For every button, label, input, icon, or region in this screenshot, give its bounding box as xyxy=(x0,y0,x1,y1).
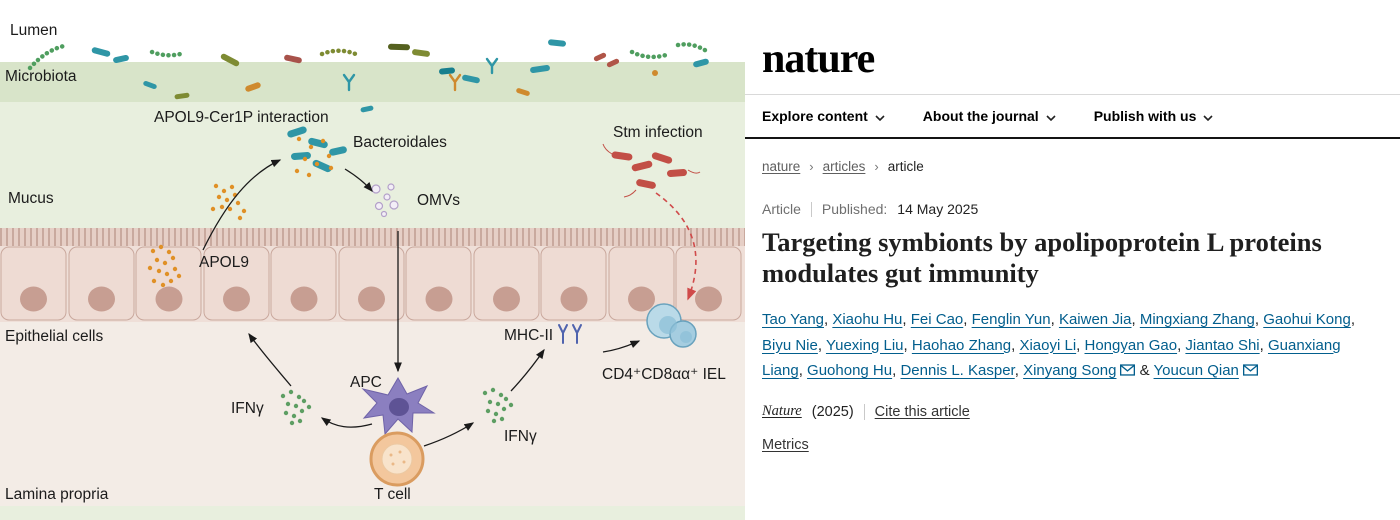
label-lumen: Lumen xyxy=(10,22,58,39)
envelope-icon xyxy=(1242,359,1258,385)
nav-about-journal-label: About the journal xyxy=(922,108,1039,124)
bacteroidales-cluster xyxy=(287,126,347,178)
author-link[interactable]: Xiaoyi Li xyxy=(1019,336,1077,354)
journal-link[interactable]: Nature xyxy=(762,403,802,420)
divider-light xyxy=(745,94,1400,95)
author-link[interactable]: Xiaohu Hu xyxy=(832,310,903,328)
ifng-particles xyxy=(280,387,514,426)
stm-cluster xyxy=(602,143,701,198)
nav-about-journal[interactable]: About the journal xyxy=(923,108,1056,124)
label-omvs: OMVs xyxy=(417,192,461,209)
iel-cells xyxy=(646,303,697,348)
breadcrumb-separator-icon: › xyxy=(809,159,814,174)
label-bacteroidales: Bacteroidales xyxy=(353,134,447,151)
divider-dark xyxy=(745,137,1400,139)
bacteria-chain-icons xyxy=(27,42,711,71)
breadcrumb: nature › articles › article xyxy=(762,159,1380,174)
apc-cell xyxy=(361,376,436,436)
envelope-icon xyxy=(1120,359,1136,385)
figure-panel: Lumen Microbiota APOL9-Cer1P interaction… xyxy=(0,0,745,520)
epithelial-cells xyxy=(0,246,742,321)
author-link[interactable]: Yuexing Liu xyxy=(825,336,904,354)
article-type: Article xyxy=(762,201,801,217)
bacteria-y-icons xyxy=(342,57,499,92)
omv-vesicles xyxy=(371,183,399,218)
published-date: 14 May 2025 xyxy=(897,201,979,217)
author-link[interactable]: Fenglin Yun xyxy=(971,310,1051,328)
label-apol9-cer1p: APOL9-Cer1P interaction xyxy=(154,109,329,126)
label-mucus: Mucus xyxy=(8,190,54,207)
chevron-down-icon xyxy=(1046,108,1056,124)
cite-divider xyxy=(863,403,865,420)
publication-year: (2025) xyxy=(811,403,854,420)
author-link[interactable]: Hongyan Gao xyxy=(1084,336,1178,354)
author-link[interactable]: Biyu Nie xyxy=(762,336,818,354)
author-link[interactable]: Fei Cao xyxy=(910,310,964,328)
author-link[interactable]: Gaohui Kong xyxy=(1263,310,1351,328)
label-mhcii: MHC-II xyxy=(504,327,554,344)
author-link[interactable]: Haohao Zhang xyxy=(911,336,1012,354)
cell-nuclei xyxy=(20,286,722,312)
author-link[interactable]: Kaiwen Jia xyxy=(1058,310,1132,328)
cite-this-article-link[interactable]: Cite this article xyxy=(874,403,970,420)
label-epithelial-cells: Epithelial cells xyxy=(5,328,104,345)
mhcii-icon xyxy=(558,324,582,344)
label-apol9: APOL9 xyxy=(199,254,249,271)
published-label: Published: xyxy=(821,201,888,217)
bacteria-icons xyxy=(91,39,709,113)
nature-logo[interactable]: nature xyxy=(762,36,875,82)
nav-explore-content-label: Explore content xyxy=(762,108,868,124)
cite-line: Nature (2025) Cite this article xyxy=(762,403,1380,420)
metrics-row: Metrics xyxy=(762,437,1380,453)
microbiota-band xyxy=(0,62,745,102)
label-apc: APC xyxy=(350,374,382,391)
bottom-strip xyxy=(0,506,745,520)
author-link[interactable]: Youcun Qian xyxy=(1153,362,1239,380)
author-link[interactable]: Guanxiang Liang xyxy=(762,336,1341,380)
nav-publish-with-us[interactable]: Publish with us xyxy=(1094,108,1214,124)
author-link[interactable]: Mingxiang Zhang xyxy=(1139,310,1255,328)
breadcrumb-nature[interactable]: nature xyxy=(762,159,801,174)
chevron-down-icon xyxy=(875,108,885,124)
brush-border xyxy=(0,228,745,246)
article-meta: Article Published: 14 May 2025 xyxy=(762,201,1380,217)
mucus-region xyxy=(0,102,745,228)
label-iel: CD4⁺CD8αα⁺ IEL xyxy=(602,366,726,383)
lumen-region xyxy=(0,0,745,62)
meta-divider xyxy=(810,201,812,217)
author-link[interactable]: Guohong Hu xyxy=(807,362,893,380)
stm-infection-arrow xyxy=(655,192,697,301)
breadcrumb-articles[interactable]: articles xyxy=(822,159,866,174)
label-ifng-left: IFNγ xyxy=(231,400,264,417)
label-ifng-right: IFNγ xyxy=(504,428,537,445)
breadcrumb-article: article xyxy=(887,159,924,174)
author-link[interactable]: Jiantao Shi xyxy=(1185,336,1260,354)
label-t-cell: T cell xyxy=(374,486,411,503)
figure-illustration xyxy=(0,0,745,520)
author-link[interactable]: Dennis L. Kasper xyxy=(900,362,1015,380)
label-stm-infection: Stm infection xyxy=(613,124,703,141)
article-panel: nature Explore content About the journal… xyxy=(745,0,1400,520)
author-list: Tao Yang, Xiaohu Hu, Fei Cao, Fenglin Yu… xyxy=(762,307,1380,385)
nav-publish-with-us-label: Publish with us xyxy=(1093,108,1197,124)
flow-arrows xyxy=(202,159,641,447)
author-link[interactable]: Xinyang Song xyxy=(1023,362,1117,380)
t-cell xyxy=(369,431,425,487)
breadcrumb-separator-icon: › xyxy=(874,159,879,174)
label-microbiota: Microbiota xyxy=(5,68,77,85)
main-nav: Explore content About the journal Publis… xyxy=(762,95,1380,137)
nav-explore-content[interactable]: Explore content xyxy=(762,108,885,124)
author-link[interactable]: Tao Yang xyxy=(762,310,824,328)
chevron-down-icon xyxy=(1203,108,1213,124)
label-lamina-propria: Lamina propria xyxy=(5,486,109,503)
metrics-link[interactable]: Metrics xyxy=(762,437,809,454)
article-title: Targeting symbionts by apolipoprotein L … xyxy=(762,227,1322,288)
